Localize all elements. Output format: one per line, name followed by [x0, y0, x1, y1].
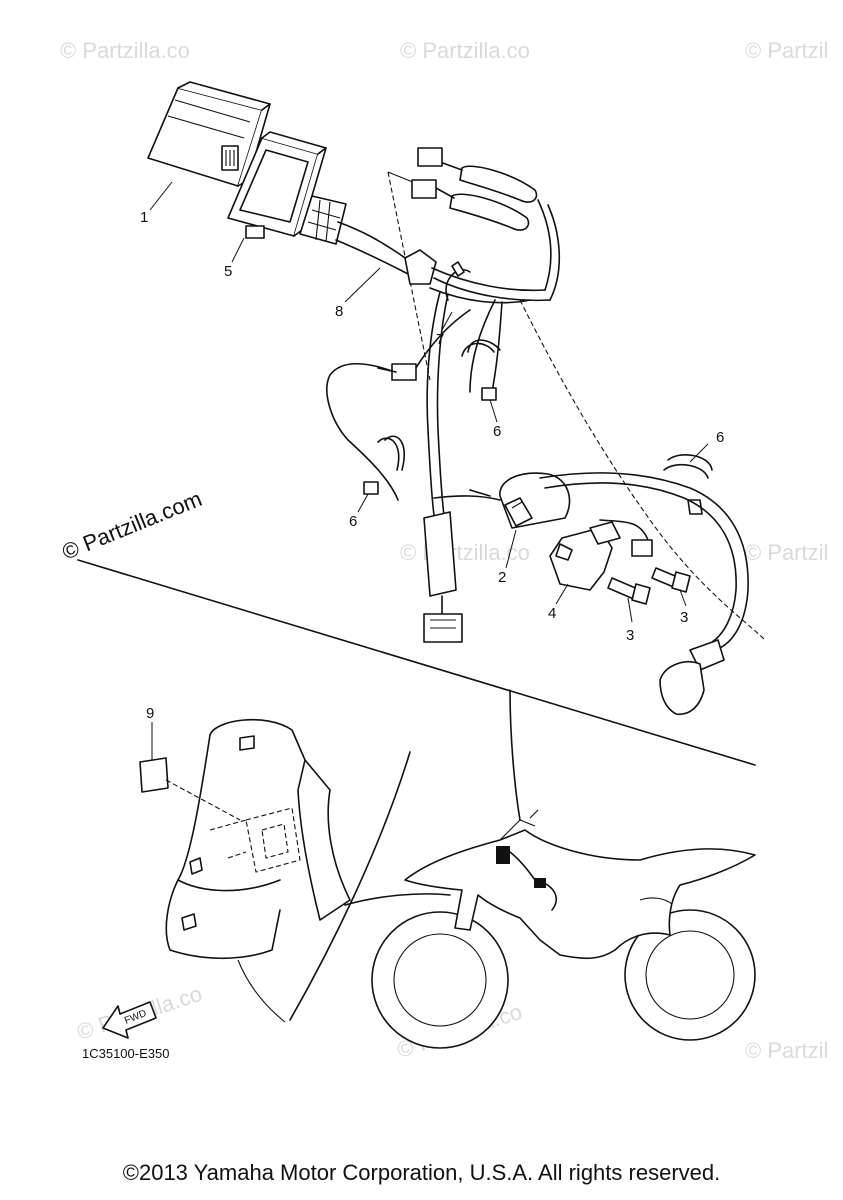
coil-bracket: [549, 521, 621, 591]
pointer-line: [344, 893, 451, 906]
callout-3-left: 3: [626, 627, 634, 644]
cdi-unit: [147, 81, 271, 187]
pointer-line: [509, 689, 521, 821]
watermark: © Partzil: [745, 540, 828, 565]
steering-head-inset: [139, 718, 411, 1023]
watermark: © Partzilla.co: [60, 38, 190, 63]
motorcycle-outline: [371, 809, 756, 1049]
partzilla-stamp: © Partzilla.com: [59, 486, 206, 565]
callout-8: 8: [335, 303, 343, 320]
watermark: © Partzil: [745, 38, 828, 63]
unit-holder: [227, 131, 327, 239]
callout-6-right: 6: [716, 429, 724, 446]
callout-2: 2: [498, 569, 506, 586]
bolts: [607, 567, 691, 605]
watermark: © Partzil: [745, 1038, 828, 1063]
wire-harness: [299, 147, 561, 643]
leader-lines: [149, 181, 709, 760]
ignition-coil: [499, 472, 749, 715]
callout-6-left: 6: [349, 513, 357, 530]
callout-7: 7: [436, 331, 444, 348]
diagram-code: 1C35100-E350: [82, 1046, 169, 1061]
wire-bands: [377, 261, 713, 515]
watermark: © Partzilla.co: [400, 38, 530, 63]
copyright-notice: ©2013 Yamaha Motor Corporation, U.S.A. A…: [122, 1160, 721, 1185]
callout-6-top: 6: [493, 423, 501, 440]
callout-9: 9: [146, 705, 154, 722]
callout-5: 5: [224, 263, 232, 280]
callout-3-right: 3: [680, 609, 688, 626]
callouts: 1 5 8 7 6 6 6 2 4 3 3 9: [140, 209, 724, 722]
fwd-arrow: FWD: [102, 1001, 157, 1039]
callout-4: 4: [548, 605, 556, 622]
callout-1: 1: [140, 209, 148, 226]
separator-line: [77, 559, 756, 766]
